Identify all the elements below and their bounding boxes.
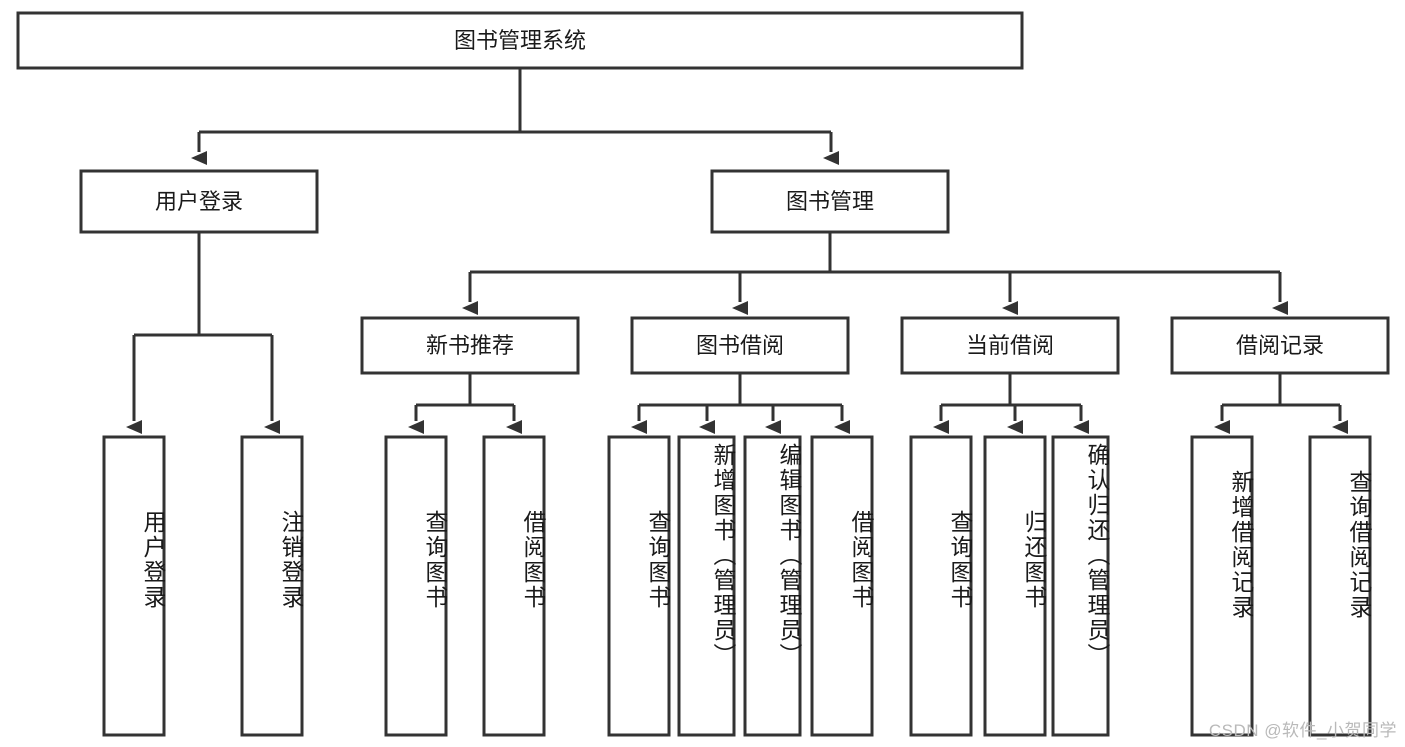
leaf-borrow-book-1-box[interactable]: [482, 435, 546, 737]
leaf-edit-book-box[interactable]: [743, 435, 802, 737]
leaf-query-book-2-box[interactable]: [607, 435, 671, 737]
node-current-borrow-box[interactable]: [900, 316, 1120, 375]
leaf-query-record-box[interactable]: [1308, 435, 1372, 737]
connector-book-management-to-level3: [462, 232, 1288, 315]
node-new-book-recommend-box[interactable]: [360, 316, 580, 375]
connector-book-borrow-to-leaves: [631, 373, 850, 434]
node-book-borrow[interactable]: 图书借阅: [630, 316, 850, 375]
node-new-book-recommend-label: 新书推荐: [426, 333, 514, 358]
node-book-management-box[interactable]: [710, 169, 950, 234]
node-new-book-recommend[interactable]: 新书推荐: [360, 316, 580, 375]
connector-new-book-recommend-to-leaves: [408, 373, 522, 434]
node-root-box[interactable]: [16, 11, 1024, 70]
leaf-logout-box[interactable]: [240, 435, 304, 737]
node-borrow-record-label: 借阅记录: [1236, 333, 1324, 358]
leaf-add-record-box[interactable]: [1190, 435, 1254, 737]
node-root[interactable]: 图书管理系统: [16, 11, 1024, 70]
leaf-add-book-box[interactable]: [677, 435, 736, 737]
leaf-confirm-return-box[interactable]: [1051, 435, 1110, 737]
node-borrow-record-box[interactable]: [1170, 316, 1390, 375]
node-book-borrow-label: 图书借阅: [696, 333, 784, 358]
node-user-login-label: 用户登录: [155, 189, 243, 214]
node-current-borrow-label: 当前借阅: [966, 333, 1054, 358]
connector-current-borrow-to-leaves: [933, 373, 1089, 434]
node-book-management-label: 图书管理: [786, 189, 874, 214]
leaf-query-book-1-box[interactable]: [384, 435, 448, 737]
leaf-user-login-box[interactable]: [102, 435, 166, 737]
leaf-return-book-box[interactable]: [983, 435, 1047, 737]
connector-user-login-to-leaves: [126, 232, 280, 434]
node-borrow-record[interactable]: 借阅记录: [1170, 316, 1390, 375]
leaf-query-book-3-box[interactable]: [909, 435, 973, 737]
node-book-management[interactable]: 图书管理: [710, 169, 950, 234]
leaf-borrow-book-2-box[interactable]: [810, 435, 874, 737]
csdn-watermark: CSDN @软件_小贺同学: [1208, 721, 1397, 740]
node-book-borrow-box[interactable]: [630, 316, 850, 375]
node-current-borrow[interactable]: 当前借阅: [900, 316, 1120, 375]
node-user-login[interactable]: 用户登录: [79, 169, 319, 234]
node-root-label: 图书管理系统: [454, 28, 586, 53]
connector-root-to-level2: [191, 68, 839, 165]
connector-borrow-record-to-leaves: [1214, 373, 1348, 434]
